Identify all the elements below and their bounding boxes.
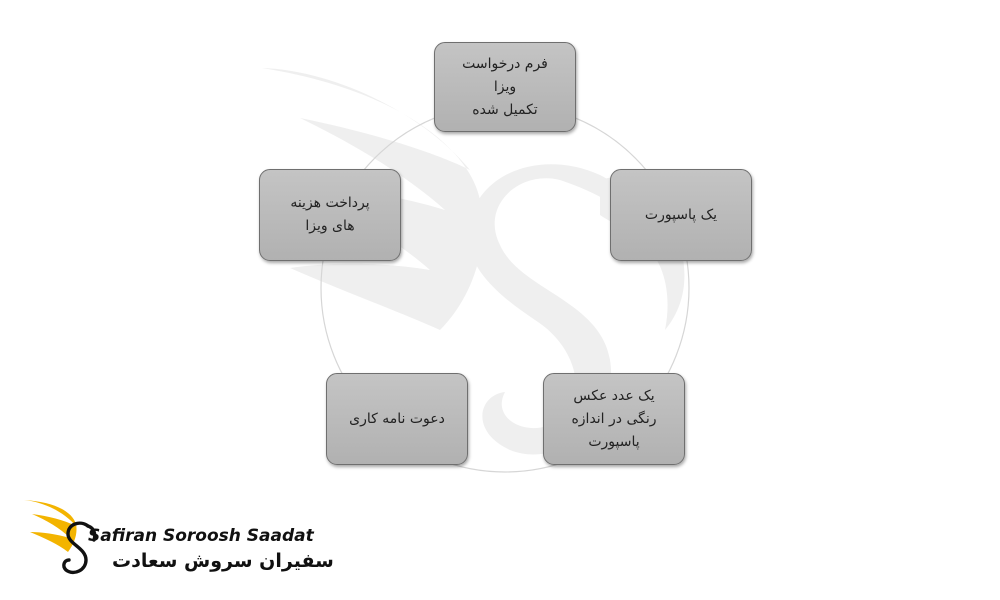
node-passport: یک پاسپورت <box>610 169 752 261</box>
node-line: های ویزا <box>305 218 355 234</box>
brand-name-latin: Safiran Soroosh Saadat <box>88 526 314 546</box>
node-line: یک عدد عکس <box>573 387 655 404</box>
node-line: تکمیل شده <box>472 101 538 118</box>
brand-logo: Safiran Soroosh Saadat سفیران سروش سعادت <box>22 496 334 586</box>
node-passport-photo: یک عدد عکس رنگی در اندازه پاسپورت <box>543 373 685 465</box>
swan-wing-icon <box>24 500 97 575</box>
node-line: یک پاسپورت <box>644 206 718 223</box>
node-label: فرم درخواست ویزا تکمیل شده <box>449 53 561 122</box>
node-line: پاسپورت <box>588 433 640 450</box>
node-line: پرداخت هزینه <box>290 195 370 211</box>
brand-name-persian: سفیران سروش سعادت <box>112 550 334 572</box>
node-line: فرم درخواست ویزا <box>462 55 548 95</box>
node-line: رنگی در اندازه <box>571 410 657 427</box>
node-line: دعوت نامه کاری <box>349 410 445 427</box>
node-label: پرداخت هزینه های ویزا <box>290 192 369 238</box>
node-work-invitation: دعوت نامه کاری <box>326 373 468 465</box>
node-visa-application-form: فرم درخواست ویزا تکمیل شده <box>434 42 576 132</box>
node-label: یک پاسپورت <box>645 204 717 227</box>
node-label: دعوت نامه کاری <box>349 408 445 431</box>
node-label: یک عدد عکس رنگی در اندازه پاسپورت <box>571 385 656 454</box>
node-visa-fee-payment: پرداخت هزینه های ویزا <box>259 169 401 261</box>
